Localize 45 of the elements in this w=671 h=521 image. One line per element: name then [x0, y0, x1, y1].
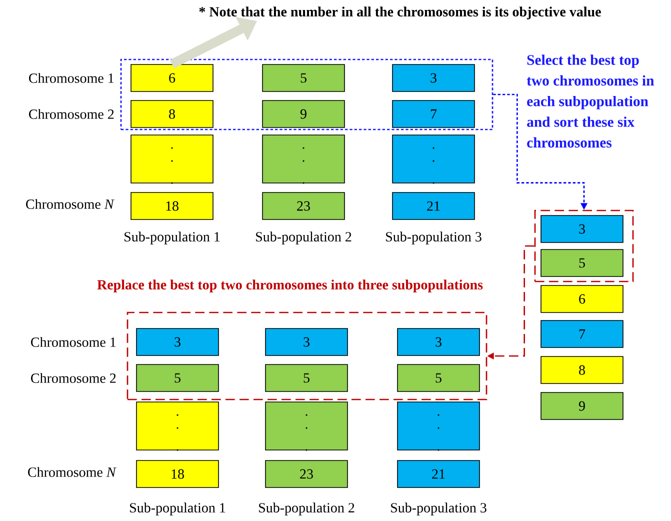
chromosome-ellipsis-box	[265, 402, 348, 451]
chromosome-ellipsis-box	[392, 134, 475, 184]
chromosome-box: 23	[265, 460, 348, 488]
chromosome-box: 7	[392, 100, 475, 128]
column-label: Sub-population 2	[259, 502, 354, 516]
chromosome-box: 8	[130, 100, 214, 128]
dashed-group-frame	[120, 58, 494, 130]
chromosome-ellipsis-box	[136, 402, 219, 451]
dashed-group-frame	[534, 210, 634, 282]
chromosome-box: 21	[392, 192, 475, 220]
dashed-group-frame	[126, 312, 488, 400]
row-label: Chromosome 1	[31, 337, 116, 347]
note-text: * Note that the number in all the chromosomes is its objective value	[199, 6, 601, 20]
chromosome-ellipsis-box	[397, 402, 480, 451]
annotation-text: Replace the best top two chromosomes into three subpopulations	[97, 280, 483, 292]
chromosome-ellipsis-box	[130, 134, 214, 184]
chromosome-box: 5	[540, 249, 624, 277]
chromosome-box: 21	[397, 460, 480, 488]
row-label: Chromosome N	[26, 199, 114, 209]
row-label: Chromosome 1	[29, 73, 114, 83]
chromosome-box: 5	[265, 364, 348, 392]
chromosome-box: 5	[397, 364, 480, 392]
chromosome-box: 5	[262, 64, 345, 92]
chromosome-box: 3	[392, 64, 475, 92]
chromosome-box: 9	[540, 392, 624, 420]
chromosome-box: 6	[540, 285, 624, 313]
chromosome-box: 3	[540, 215, 624, 243]
chromosome-ellipsis-box	[262, 134, 345, 184]
row-label: Chromosome 2	[29, 109, 114, 119]
annotation-text: Select the best top two chromosomes in each subpopulation and sort these six chromosomes	[526, 54, 654, 148]
chromosome-box: 18	[136, 460, 219, 488]
column-label: Sub-population 3	[391, 502, 486, 516]
chromosome-box: 7	[540, 320, 624, 348]
chromosome-box: 8	[540, 356, 624, 384]
chromosome-box: 3	[397, 328, 480, 356]
chromosome-box: 3	[265, 328, 348, 356]
chromosome-box: 6	[130, 64, 214, 92]
row-label: Chromosome 2	[31, 373, 116, 383]
chromosome-box: 18	[130, 192, 214, 220]
column-label: Sub-population 1	[130, 502, 226, 516]
chromosome-box: 3	[136, 328, 219, 356]
chromosome-box: 9	[262, 100, 345, 128]
chromosome-box: 5	[136, 364, 219, 392]
row-label: Chromosome N	[28, 467, 116, 477]
chromosome-box: 23	[262, 192, 345, 220]
